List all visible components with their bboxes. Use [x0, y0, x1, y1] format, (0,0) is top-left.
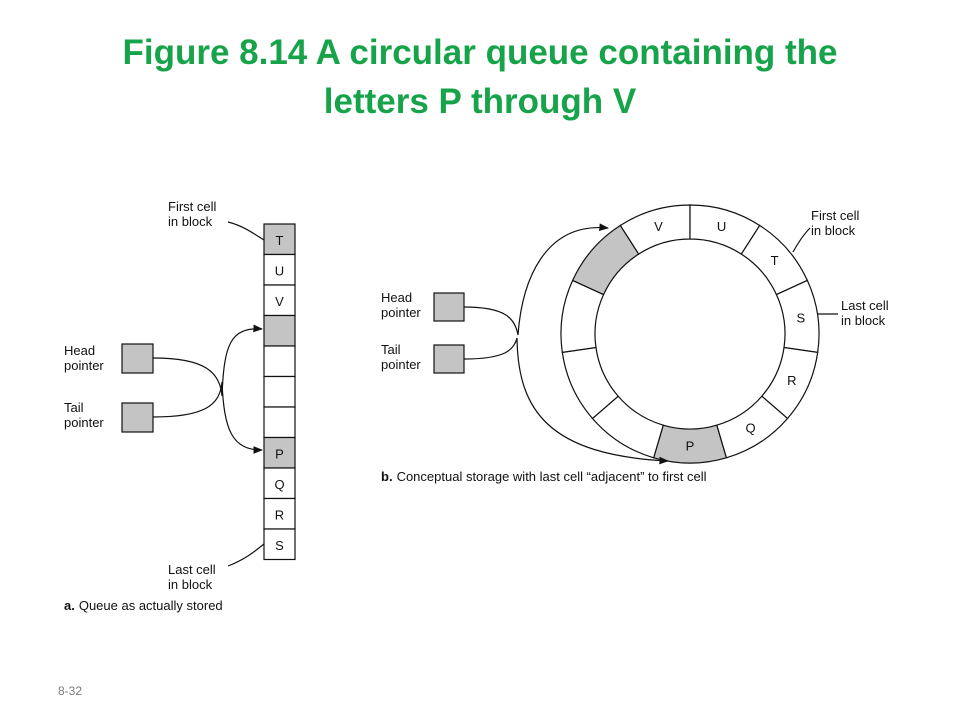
- ring-first-cell-leader: [792, 227, 811, 253]
- linear-first-cell-label-1: First cell: [168, 199, 217, 214]
- linear-cell: [263, 314, 296, 347]
- linear-cell: [263, 406, 296, 439]
- linear-cell-letter: P: [275, 446, 284, 461]
- ring-head-label-2: pointer: [381, 305, 421, 320]
- linear-cell: [263, 345, 296, 378]
- figure-title-line-2: letters P through V: [323, 82, 637, 121]
- ring-last-cell-label-1: Last cell: [841, 298, 889, 313]
- linear-tail-label-2: pointer: [64, 415, 104, 430]
- ring-head-pointer-box: [433, 292, 465, 322]
- circular-queue-ring: V U T S R Q P: [560, 204, 820, 464]
- ring-segment-letter: V: [654, 219, 663, 234]
- linear-caption: a. Queue as actually stored: [64, 598, 223, 613]
- ring-segment-letter: Q: [745, 421, 755, 436]
- linear-cell-letter: V: [275, 294, 284, 309]
- linear-first-cell-label-2: in block: [168, 214, 213, 229]
- ring-tail-label-1: Tail: [381, 342, 401, 357]
- linear-queue-block: TU V P QR S: [263, 223, 296, 561]
- ring-segment-letter: S: [797, 311, 806, 326]
- ring-segment-letter: T: [771, 253, 779, 268]
- linear-cell-letter: R: [275, 507, 284, 522]
- linear-head-arrow: [152, 324, 263, 397]
- linear-tail-label-1: Tail: [64, 400, 84, 415]
- ring-segment-letter: P: [686, 439, 695, 454]
- ring-segment-letter: U: [717, 219, 726, 234]
- linear-last-cell-leader: [227, 543, 265, 567]
- ring-segment: [571, 224, 640, 296]
- linear-head-label-2: pointer: [64, 358, 104, 373]
- linear-cell-letter: T: [276, 233, 284, 248]
- linear-tail-arrow: [152, 381, 263, 454]
- linear-cell: [263, 528, 296, 561]
- figure-title-line-1: Figure 8.14 A circular queue containing …: [122, 33, 838, 72]
- linear-cell: [263, 375, 296, 408]
- figure-title: Figure 8.14 A circular queue containing …: [0, 28, 960, 126]
- ring-caption: b. Conceptual storage with last cell “adj…: [381, 469, 707, 484]
- ring-head-label-1: Head: [381, 290, 412, 305]
- ring-tail-arrow: [463, 337, 669, 465]
- linear-cell-letter: Q: [274, 477, 284, 492]
- slide-number: 8-32: [58, 684, 83, 698]
- linear-first-cell-leader: [227, 221, 265, 241]
- ring-first-cell-label-1: First cell: [811, 208, 860, 223]
- linear-cell: [263, 284, 296, 317]
- ring-caption-text: Conceptual storage with last cell “adjac…: [397, 469, 707, 484]
- linear-last-cell-label-1: Last cell: [168, 562, 216, 577]
- linear-caption-text: Queue as actually stored: [79, 598, 223, 613]
- ring-tail-pointer-box: [433, 344, 465, 374]
- ring-segment-letter: R: [787, 373, 796, 388]
- ring-first-cell-label-2: in block: [811, 223, 856, 238]
- ring-tail-label-2: pointer: [381, 357, 421, 372]
- ring-last-cell-label-2: in block: [841, 313, 886, 328]
- linear-cell: [263, 497, 296, 530]
- linear-cell-letter: U: [275, 263, 284, 278]
- linear-tail-pointer-box: [121, 402, 154, 433]
- linear-head-label-1: Head: [64, 343, 95, 358]
- linear-head-pointer-box: [121, 343, 154, 374]
- linear-cell: [263, 467, 296, 500]
- ring-caption-letter: b.: [381, 469, 393, 484]
- linear-last-cell-label-2: in block: [168, 577, 213, 592]
- linear-caption-letter: a.: [64, 598, 75, 613]
- linear-cell-letter: S: [275, 538, 284, 553]
- linear-cell: [263, 253, 296, 286]
- ring-head-arrow: [463, 223, 609, 336]
